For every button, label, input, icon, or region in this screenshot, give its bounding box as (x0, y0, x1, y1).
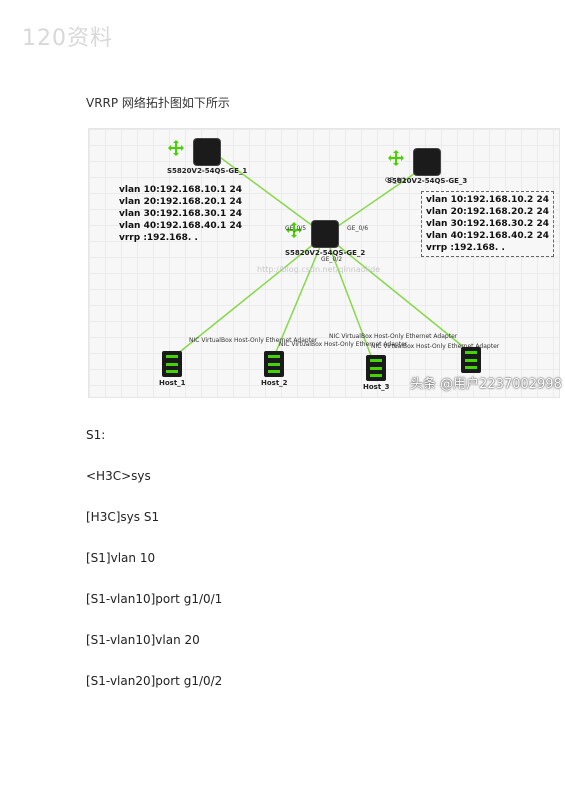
blog-watermark: http://blog.csdn.net/qinnaolide (257, 265, 381, 274)
adapter-label-host2: NIC VirtualBox Host-Only Ethernet Adapte… (279, 341, 408, 348)
command-line: [S1]vlan 10 (86, 551, 156, 565)
host-4[interactable] (461, 347, 481, 375)
s2-config-box: vlan 10:192.168.10.2 24 vlan 20:192.168.… (421, 191, 554, 257)
server-icon (162, 351, 183, 377)
command-line: [H3C]sys S1 (86, 510, 160, 524)
host-2-label: Host_2 (261, 379, 288, 387)
author-watermark: 头条 @用户2237002998 (410, 377, 562, 392)
server-icon (366, 355, 387, 381)
host-3[interactable]: Host_3 (363, 355, 390, 391)
host-1-label: Host_1 (159, 379, 186, 387)
switch-s1-label: S5820V2-54QS-GE_1 (167, 167, 248, 175)
command-line: <H3C>sys (86, 469, 151, 483)
switch-icon (168, 139, 221, 165)
host-3-label: Host_3 (363, 383, 390, 391)
page-watermark: 120资料 (22, 26, 113, 51)
server-icon (264, 351, 285, 377)
command-line: [S1-vlan20]port g1/0/2 (86, 674, 223, 688)
switch-s3[interactable]: S5820V2-54QS-GE_3 (387, 149, 467, 185)
core-overlay-label: GE_0/2 (321, 256, 343, 263)
port-label-ge01: GE_0/1 (385, 177, 407, 184)
link-core-host4 (324, 234, 472, 354)
command-line: S1: (86, 428, 106, 442)
switch-s1[interactable]: S5820V2-54QS-GE_1 (167, 139, 247, 175)
switch-core-label: S5820V2-54QS-GE_2 (285, 249, 366, 257)
server-icon (461, 347, 481, 373)
host-2[interactable]: Host_2 (261, 351, 288, 387)
s1-config: vlan 10:192.168.10.1 24 vlan 20:192.168.… (119, 185, 242, 243)
adapter-label-host1: NIC VirtualBox Host-Only Ethernet Adapte… (189, 337, 318, 344)
host-1[interactable]: Host_1 (159, 351, 186, 387)
command-line: [S1-vlan10]vlan 20 (86, 633, 200, 647)
topology-links (170, 154, 472, 362)
switch-icon (286, 221, 339, 247)
adapter-label-host4: NIC VirtualBox Host-Only Ethernet Adapte… (371, 343, 500, 350)
port-label-ge05: GE_0/5 (285, 225, 307, 232)
link-s3-core (324, 164, 428, 236)
switch-s3-label: S5820V2-54QS-GE_3 (387, 177, 468, 185)
topology-heading: VRRP 网络拓扑图如下所示 (86, 96, 230, 110)
link-s1-core (216, 154, 326, 236)
port-label-ge06: GE_0/6 (347, 225, 369, 232)
link-core-host1 (170, 234, 326, 360)
topology-diagram: S5820V2-54QS-GE_1 S5820V2-54QS-GE_3 S582… (88, 128, 560, 398)
switch-icon (388, 149, 441, 175)
command-line: [S1-vlan10]port g1/0/1 (86, 592, 223, 606)
switch-core[interactable]: S5820V2-54QS-GE_2 (285, 221, 365, 257)
adapter-label-host3: NIC VirtualBox Host-Only Ethernet Adapte… (329, 333, 458, 340)
link-core-host2 (272, 234, 326, 360)
link-core-host3 (324, 234, 374, 362)
